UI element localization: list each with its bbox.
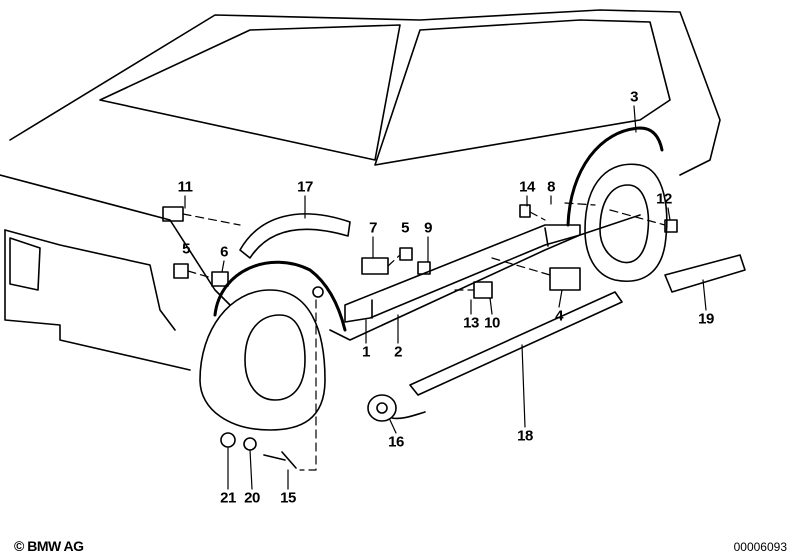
part-label-20: 20 [244, 489, 260, 507]
tape-roll [367, 394, 426, 422]
part-label-11: 11 [177, 178, 193, 196]
part-label-21: 21 [220, 489, 236, 507]
protective-strip [409, 291, 623, 396]
part-label-6: 6 [220, 243, 228, 261]
part-label-4: 4 [555, 307, 563, 325]
diagram-id: 00006093 [733, 540, 787, 554]
part-label-19: 19 [698, 310, 714, 328]
part-label-16: 16 [388, 433, 404, 451]
part-label-5-sill: 5 [401, 219, 409, 237]
part-label-9: 9 [424, 219, 432, 237]
part-label-15: 15 [280, 489, 296, 507]
rear-wheel [566, 126, 668, 282]
leader-lines [182, 202, 666, 471]
rear-strip [664, 254, 746, 293]
callout-lines [184, 105, 707, 490]
part-label-12: 12 [656, 190, 672, 208]
part-label-3: 3 [630, 88, 638, 106]
part-label-13: 13 [463, 314, 479, 332]
part-label-1: 1 [362, 343, 370, 361]
front-wheel [199, 260, 347, 431]
part-label-8: 8 [547, 178, 555, 196]
part-label-17: 17 [297, 178, 313, 196]
copyright-text: © BMW AG [14, 538, 84, 554]
part-label-18: 18 [517, 427, 533, 445]
car-body-outline [0, 9, 721, 371]
part-label-2: 2 [394, 343, 402, 361]
fender-flare [239, 213, 351, 259]
part-label-14: 14 [519, 178, 535, 196]
part-label-7: 7 [369, 219, 377, 237]
clips [162, 204, 678, 469]
sill-trim [344, 224, 581, 323]
part-label-10: 10 [484, 314, 500, 332]
part-label-5-front: 5 [182, 240, 190, 258]
